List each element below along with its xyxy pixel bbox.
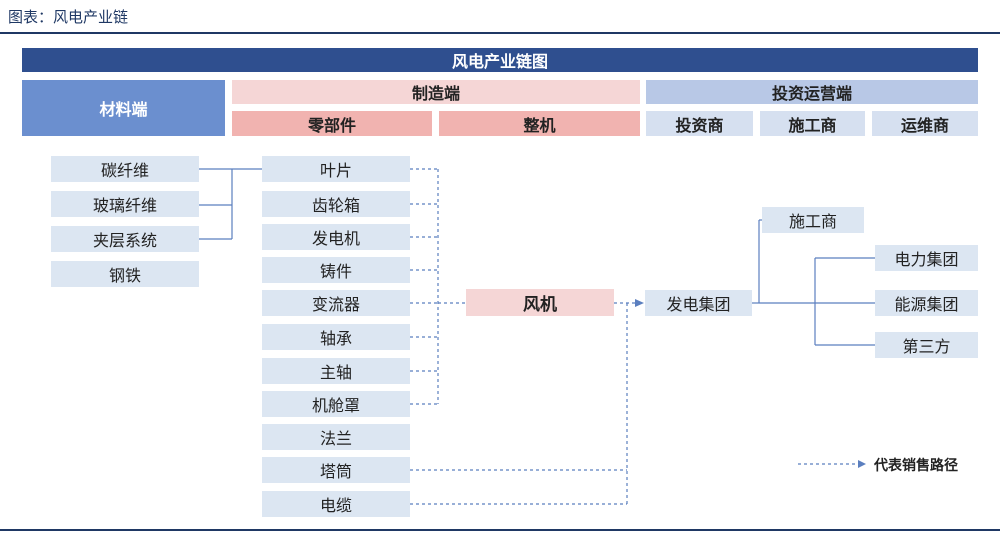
part-node: 电缆 [262, 491, 410, 517]
part-node: 机舱罩 [262, 391, 410, 417]
materials-connector [199, 168, 262, 240]
material-node: 夹层系统 [51, 226, 199, 252]
header-investment-ops: 投资运营端 [646, 80, 978, 104]
header-machine: 整机 [439, 111, 640, 136]
wind-turbine-node: 风机 [466, 289, 614, 316]
power-group-node: 发电集团 [645, 290, 752, 316]
operator-node: 电力集团 [875, 245, 978, 271]
legend-label: 代表销售路径 [874, 458, 958, 474]
parts-sales-connector [410, 168, 636, 505]
legend-line [798, 460, 866, 468]
diagram-title: 风电产业链图 [22, 48, 978, 72]
header-investor: 投资商 [646, 111, 753, 136]
part-node: 塔筒 [262, 457, 410, 483]
part-node: 齿轮箱 [262, 191, 410, 217]
top-rule [0, 32, 1000, 34]
material-node: 钢铁 [51, 261, 199, 287]
header-materials: 材料端 [22, 80, 225, 136]
part-node: 铸件 [262, 257, 410, 283]
constructor-node: 施工商 [762, 207, 864, 233]
figure-caption: 图表：风电产业链 [8, 8, 129, 26]
part-node: 轴承 [262, 324, 410, 350]
bottom-rule [0, 529, 1000, 531]
material-node: 碳纤维 [51, 156, 199, 182]
operator-node: 能源集团 [875, 290, 978, 316]
material-node: 玻璃纤维 [51, 191, 199, 217]
group-connector [752, 219, 875, 346]
header-constructor: 施工商 [760, 111, 865, 136]
arrowhead-to-group [635, 299, 644, 307]
header-operator: 运维商 [872, 111, 978, 136]
part-node: 发电机 [262, 224, 410, 250]
part-node: 主轴 [262, 358, 410, 384]
part-node: 变流器 [262, 290, 410, 316]
header-parts: 零部件 [232, 111, 432, 136]
part-node: 叶片 [262, 156, 410, 182]
operator-node: 第三方 [875, 332, 978, 358]
part-node: 法兰 [262, 424, 410, 450]
header-manufacturing: 制造端 [232, 80, 640, 104]
